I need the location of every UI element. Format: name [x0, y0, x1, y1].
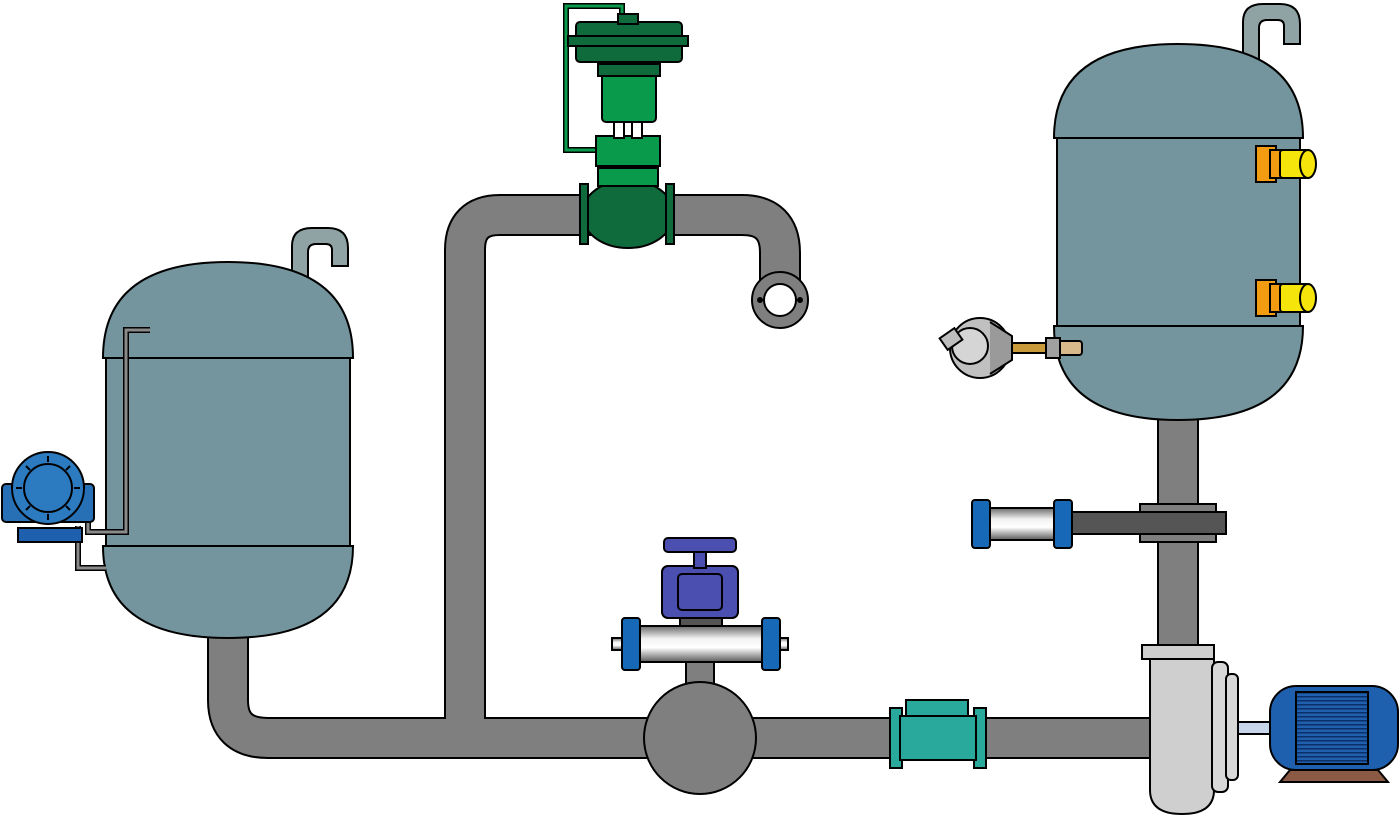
flow-indicator[interactable]	[643, 681, 757, 795]
centrifugal-pump[interactable]	[1141, 644, 1275, 816]
motor-fins-icon	[1295, 691, 1369, 765]
storage-tank-left[interactable]	[101, 227, 355, 640]
control-valve[interactable]	[563, 3, 689, 249]
level-switch-low[interactable]	[1255, 279, 1317, 317]
temperature-probe[interactable]	[938, 317, 1083, 379]
valve-handwheel-icon	[663, 537, 737, 553]
hand-valve[interactable]	[661, 537, 739, 627]
pipe-end-flange	[751, 271, 809, 329]
turbine-flowmeter[interactable]	[889, 699, 987, 769]
inlet-tank-right[interactable]	[1052, 3, 1305, 422]
rotameter[interactable]	[611, 617, 789, 693]
level-transmitter-right[interactable]	[971, 499, 1227, 549]
electric-motor[interactable]	[1269, 685, 1399, 783]
level-switch-high[interactable]	[1255, 145, 1317, 183]
level-transmitter[interactable]	[1, 327, 150, 571]
